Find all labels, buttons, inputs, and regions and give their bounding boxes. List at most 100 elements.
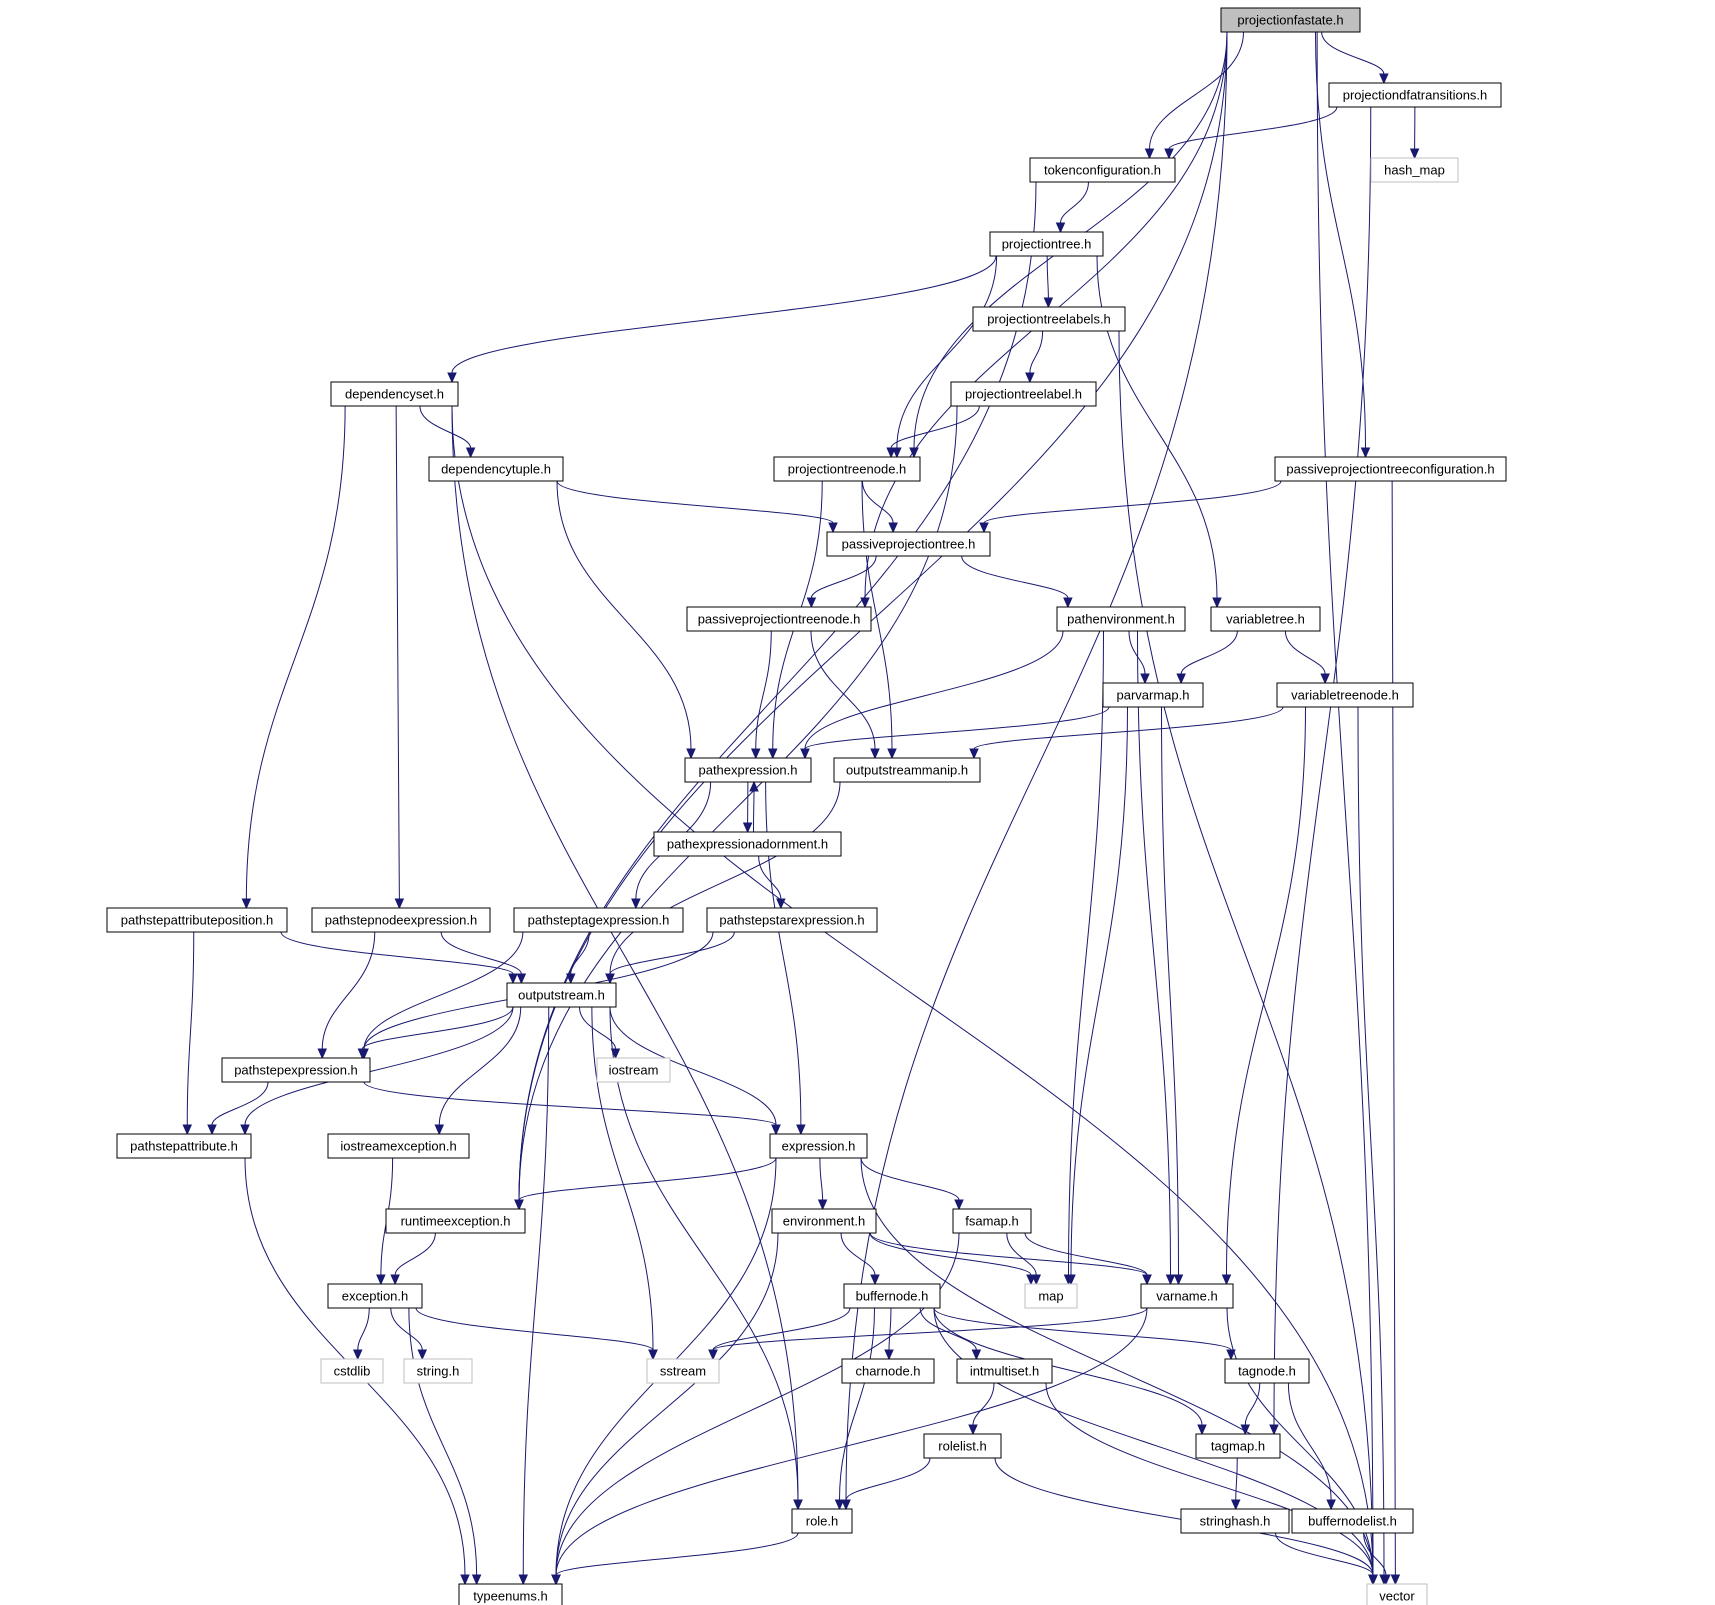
node-exception[interactable]: exception.h — [327, 1283, 423, 1309]
node-projectionfastate[interactable]: projectionfastate.h — [1220, 7, 1361, 33]
node-box — [1220, 7, 1361, 33]
node-iostreamexception[interactable]: iostreamexception.h — [327, 1133, 470, 1159]
edge-line — [555, 1232, 779, 1576]
node-projectiontreelabel[interactable]: projectiontreelabel.h — [950, 381, 1097, 407]
edge-tagnode-to-buffernodelist — [1287, 1382, 1336, 1511]
node-passiveprojectiontree[interactable]: passiveprojectiontree.h — [826, 531, 991, 557]
node-typeenums[interactable]: typeenums.h — [458, 1583, 563, 1605]
arrowhead-icon — [1176, 673, 1186, 685]
edge-buffernode-to-intmultiset — [919, 1307, 982, 1361]
edge-line — [440, 931, 522, 975]
edge-line — [919, 1307, 977, 1351]
edge-line — [1060, 181, 1089, 224]
node-runtimeexception[interactable]: runtimeexception.h — [385, 1208, 526, 1234]
edge-pathstepexpression-to-expression — [363, 1081, 781, 1136]
node-label: sstream — [660, 1364, 706, 1379]
edge-line — [1180, 630, 1238, 675]
edge-intmultiset-to-rolelist — [968, 1382, 995, 1436]
node-passiveprojectiontreeconfiguration[interactable]: passiveprojectiontreeconfiguration.h — [1274, 456, 1507, 482]
arrowhead-icon — [390, 1274, 400, 1286]
node-parvarmap[interactable]: parvarmap.h — [1102, 682, 1204, 708]
node-projectiontree[interactable]: projectiontree.h — [989, 231, 1104, 257]
node-label: rolelist.h — [938, 1439, 986, 1454]
node-role[interactable]: role.h — [791, 1508, 853, 1534]
node-label: parvarmap.h — [1117, 688, 1190, 703]
arrowhead-icon — [796, 1124, 806, 1136]
node-label: pathexpression.h — [698, 763, 797, 778]
edge-pathenvironment-to-map — [1063, 630, 1104, 1286]
node-label: projectiontreenode.h — [788, 462, 907, 477]
edge-line — [972, 1382, 995, 1426]
node-tokenconfiguration[interactable]: tokenconfiguration.h — [1029, 157, 1176, 183]
edge-line — [609, 781, 841, 975]
node-outputstreammanip[interactable]: outputstreammanip.h — [833, 757, 981, 783]
arrowhead-icon — [376, 1274, 386, 1286]
edge-line — [451, 405, 1374, 1576]
node-intmultiset[interactable]: intmultiset.h — [956, 1358, 1053, 1384]
edge-line — [896, 255, 998, 449]
node-tagmap[interactable]: tagmap.h — [1195, 1433, 1281, 1459]
node-pathstepstarexpression[interactable]: pathstepstarexpression.h — [706, 907, 878, 933]
node-dependencytuple[interactable]: dependencytuple.h — [428, 456, 564, 482]
node-box — [385, 1208, 526, 1234]
edge-line — [753, 790, 755, 833]
edge-projectiontreenode-to-outputstreammanip — [861, 480, 897, 760]
node-environment[interactable]: environment.h — [771, 1208, 877, 1234]
node-projectiondfatransitions[interactable]: projectiondfatransitions.h — [1328, 82, 1502, 108]
node-label: charnode.h — [855, 1364, 920, 1379]
node-box — [320, 1358, 384, 1384]
node-outputstream[interactable]: outputstream.h — [506, 982, 617, 1008]
node-projectiontreelabels[interactable]: projectiontreelabels.h — [972, 306, 1126, 332]
node-projectiontreenode[interactable]: projectiontreenode.h — [773, 456, 921, 482]
arrowhead-icon — [892, 447, 902, 459]
node-stringhash[interactable]: stringhash.h — [1180, 1508, 1290, 1534]
node-pathstepnodeexpression[interactable]: pathstepnodeexpression.h — [311, 907, 491, 933]
node-expression[interactable]: expression.h — [769, 1133, 868, 1159]
node-variabletreenode[interactable]: variabletreenode.h — [1276, 682, 1414, 708]
edge-line — [1029, 330, 1044, 374]
edge-line — [973, 706, 1284, 750]
edge-line — [961, 555, 1069, 599]
node-pathstepattribute[interactable]: pathstepattribute.h — [116, 1133, 252, 1159]
node-rolelist[interactable]: rolelist.h — [923, 1433, 1002, 1459]
arrowhead-icon — [686, 748, 696, 760]
node-pathenvironment[interactable]: pathenvironment.h — [1056, 606, 1186, 632]
node-label: outputstream.h — [518, 988, 605, 1003]
node-pathstepexpression[interactable]: pathstepexpression.h — [221, 1057, 371, 1083]
node-charnode[interactable]: charnode.h — [841, 1358, 935, 1384]
node-pathstepattributeposition[interactable]: pathstepattributeposition.h — [106, 907, 288, 933]
arrowhead-icon — [817, 1199, 828, 1211]
node-dependencyset[interactable]: dependencyset.h — [330, 381, 459, 407]
edge-line — [1118, 330, 1374, 1576]
arrowhead-icon — [516, 973, 527, 985]
edge-line — [860, 1157, 960, 1201]
edge-line — [395, 405, 400, 900]
edge-expression-to-environment — [817, 1157, 828, 1211]
node-box — [773, 456, 921, 482]
node-box — [327, 1133, 470, 1159]
edge-outputstreammanip-to-outputstream — [605, 781, 841, 985]
edge-line — [1006, 1232, 1037, 1276]
arrowhead-icon — [1240, 1424, 1251, 1436]
edge-projectiontree-to-projectiontreelabels — [1043, 255, 1054, 309]
edge-line — [609, 1006, 777, 1126]
arrowhead-icon — [1269, 1424, 1279, 1436]
node-tagnode[interactable]: tagnode.h — [1224, 1358, 1310, 1384]
node-box — [506, 982, 617, 1008]
node-passiveprojectiontreenode[interactable]: passiveprojectiontreenode.h — [686, 606, 872, 632]
node-fsamap[interactable]: fsamap.h — [952, 1208, 1032, 1234]
node-varname[interactable]: varname.h — [1140, 1283, 1234, 1309]
edge-line — [839, 1307, 875, 1501]
node-label: environment.h — [783, 1214, 865, 1229]
node-pathexpression[interactable]: pathexpression.h — [684, 757, 812, 783]
node-box — [596, 1057, 671, 1083]
node-pathsteptagexpression[interactable]: pathsteptagexpression.h — [513, 907, 684, 933]
node-box — [833, 757, 981, 783]
node-box — [221, 1057, 371, 1083]
node-buffernodelist[interactable]: buffernodelist.h — [1291, 1508, 1414, 1534]
edge-pathexpressionadornment-to-pathstepstarexpression — [758, 855, 786, 910]
node-variabletree[interactable]: variabletree.h — [1210, 606, 1321, 632]
arrowhead-icon — [1164, 148, 1174, 160]
node-buffernode[interactable]: buffernode.h — [843, 1283, 941, 1309]
node-pathexpressionadornment[interactable]: pathexpressionadornment.h — [653, 831, 842, 857]
